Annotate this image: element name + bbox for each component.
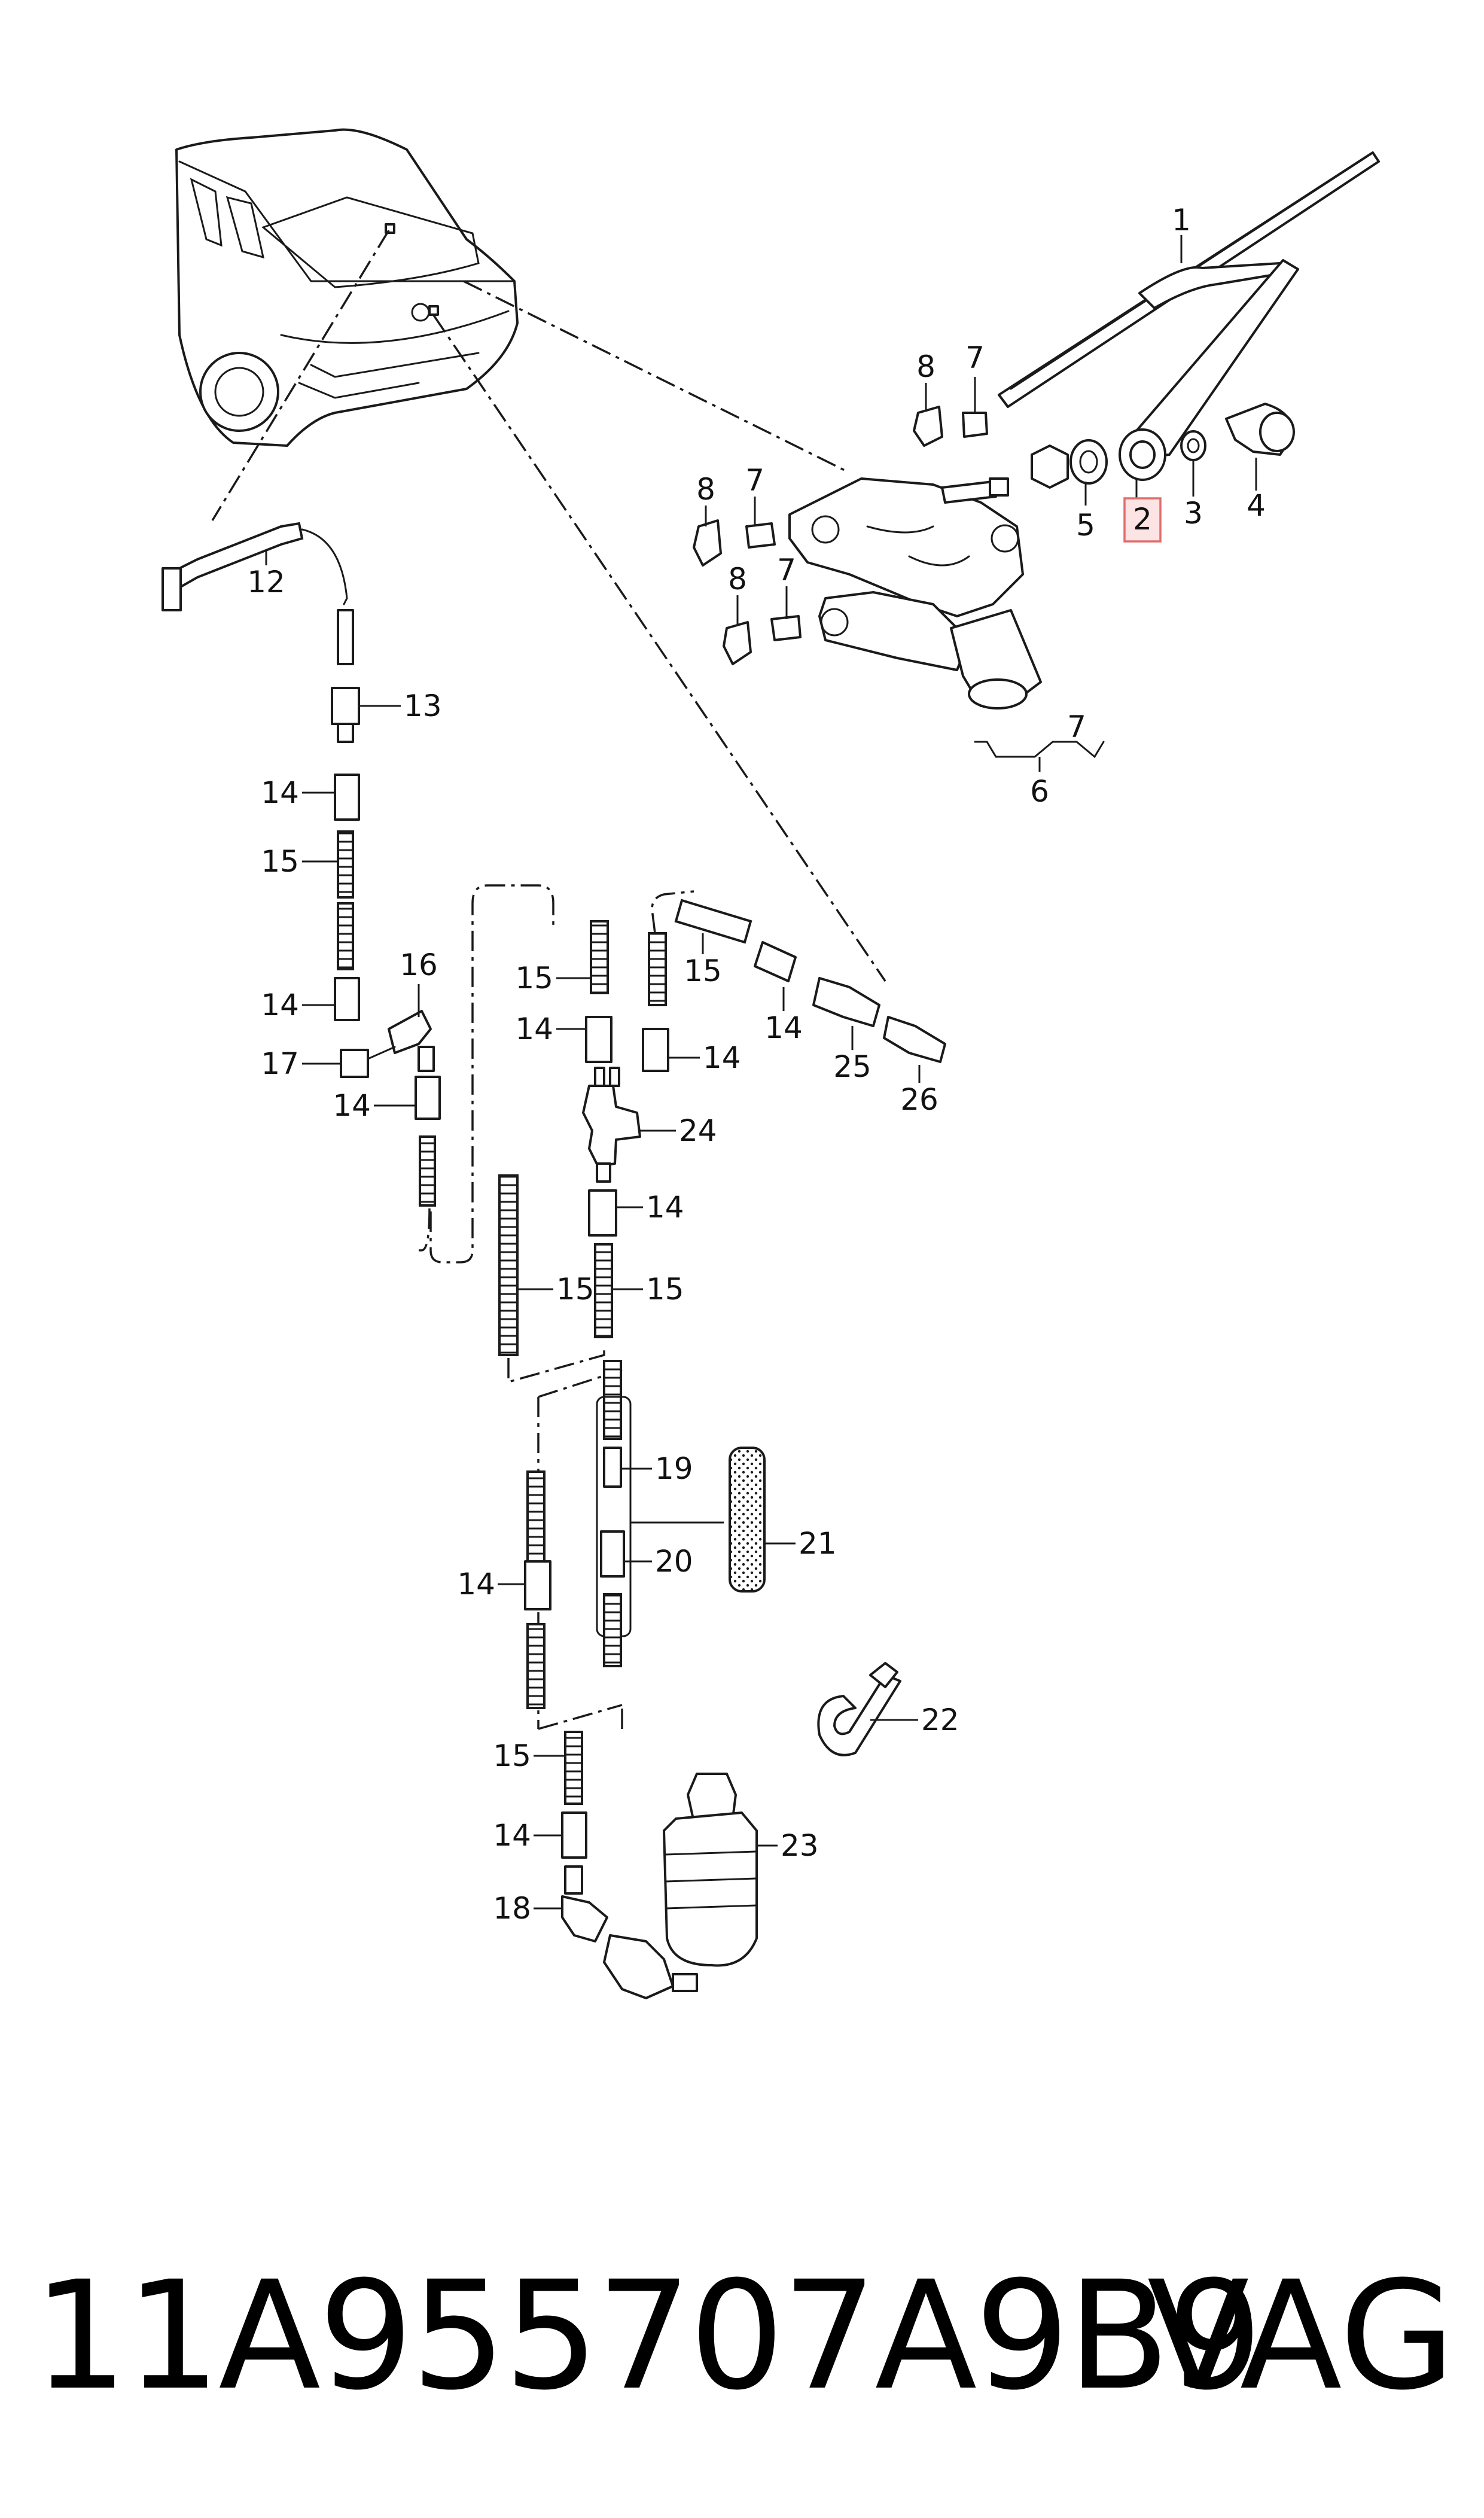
callout-1: 1 (1172, 203, 1191, 238)
hose-sleeve-14i (561, 1811, 587, 1859)
grommet-7-mid (745, 522, 776, 549)
spray-nozzle-24 (883, 1016, 946, 1063)
connector-23 (812, 977, 880, 1027)
screw-8-mid (693, 519, 722, 567)
callout-15-a: 15 (261, 844, 299, 879)
callout-13: 13 (404, 689, 442, 723)
hose-15c (594, 1243, 613, 1338)
callout-15-c: 15 (646, 1272, 684, 1307)
callout-20: 20 (655, 1544, 693, 1579)
callout-14-f: 14 (703, 1040, 741, 1075)
screw-8-low (723, 621, 752, 665)
grommet-7-top (962, 412, 988, 438)
hose-15d (498, 1174, 519, 1356)
callout-18: 18 (493, 1891, 531, 1926)
highlight-callout-2 (1123, 497, 1162, 543)
callout-12: 12 (247, 565, 285, 599)
callout-25: 22 (921, 1703, 959, 1737)
callout-8-top: 8 (916, 349, 936, 384)
callout-14-g: 14 (764, 1010, 803, 1045)
valve-20 (600, 1530, 625, 1578)
callout-15-d: 15 (556, 1272, 595, 1307)
hose-sleeve-14h (524, 1560, 551, 1610)
hose-15e (674, 899, 752, 944)
reference-lines (211, 230, 886, 982)
callout-7-near-6: 7 (1067, 710, 1086, 744)
hose-sleeve-14c (415, 1076, 441, 1120)
center-washer-line (498, 890, 700, 1384)
callout-26: 23 (781, 1828, 819, 1863)
hose-sleeve-14a (334, 774, 360, 821)
callout-4: 4 (1247, 488, 1266, 523)
check-valve-19 (603, 1447, 622, 1488)
callout-14-e: 14 (646, 1190, 684, 1225)
callout-14-h: 14 (457, 1567, 495, 1601)
check-valve-17 (340, 1049, 369, 1078)
callout-14-d: 14 (515, 1012, 553, 1046)
callout-14-a: 14 (261, 775, 299, 810)
callout-5: 5 (1076, 508, 1095, 543)
motor-mounting-hardware (693, 406, 988, 665)
spacer-seal (1069, 439, 1108, 485)
callout-8-low: 8 (728, 562, 747, 596)
callout-3: 3 (1184, 496, 1203, 531)
callout-7-low: 7 (777, 553, 796, 587)
left-washer-line (161, 522, 554, 1263)
callout-14-i: 14 (493, 1818, 531, 1853)
callout-22: 24 (679, 1113, 717, 1148)
callout-15-f: 15 (493, 1738, 531, 1773)
callout-21: 21 (799, 1526, 837, 1561)
brand-label: VAG (1147, 2249, 1455, 2423)
callout-labels: 1 2 3 4 5 6 7 7 8 7 8 7 8 12 13 14 15 14… (247, 203, 1266, 1926)
callout-15-b: 15 (515, 961, 553, 995)
connector-13 (331, 687, 360, 725)
washer-pump-outlet (603, 1934, 674, 1999)
lower-washer-line (498, 1360, 796, 1999)
callout-16: 16 (400, 948, 438, 982)
wiper-arm-blade-assembly (998, 151, 1380, 489)
callout-8-mid: 8 (696, 472, 715, 507)
nozzle-line (674, 899, 946, 1083)
callout-17: 17 (261, 1046, 299, 1081)
callout-14-c: 14 (333, 1088, 371, 1123)
elbow-connector-18 (561, 1895, 608, 1942)
callout-6: 6 (1030, 774, 1049, 809)
cable-tie-25 (817, 1662, 918, 1756)
hose-15a (337, 830, 354, 899)
callout-2: 2 (1133, 502, 1152, 537)
leader-lines (265, 235, 1257, 625)
callout-7-mid: 7 (745, 463, 764, 498)
callout-14-b: 14 (261, 988, 299, 1022)
hose-sleeve-14e (588, 1189, 617, 1237)
washer-hose-12 (172, 522, 304, 592)
t-connector-22 (582, 1085, 641, 1168)
callout-15-e: 15 (684, 954, 722, 988)
grommet-7-low (770, 615, 802, 641)
hose-sleeve-14f (642, 1028, 669, 1072)
wiper-nut (1180, 430, 1206, 461)
wiper-motor-mount-marker (428, 305, 439, 316)
callout-19: 19 (655, 1451, 693, 1486)
insulation-sleeve-21 (729, 1447, 766, 1593)
wiper-motor (788, 477, 1042, 710)
callout-23: 25 (833, 1049, 871, 1084)
vehicle-rear-illustration (175, 128, 519, 447)
hose-15b (590, 920, 609, 994)
hose-15f (564, 1731, 583, 1805)
callout-7-top: 7 (965, 340, 985, 375)
screw-8-top (913, 406, 943, 447)
hose-sleeve-14b (334, 977, 360, 1021)
hose-sleeve-14g (754, 941, 797, 982)
hose-sleeve-14d (585, 1016, 613, 1063)
callout-24: 26 (900, 1082, 938, 1117)
washer-pump-26 (663, 1773, 778, 1967)
elbow-connector-16 (388, 1010, 432, 1054)
part-number-label: 11A955707A9B9 (33, 2249, 1263, 2423)
